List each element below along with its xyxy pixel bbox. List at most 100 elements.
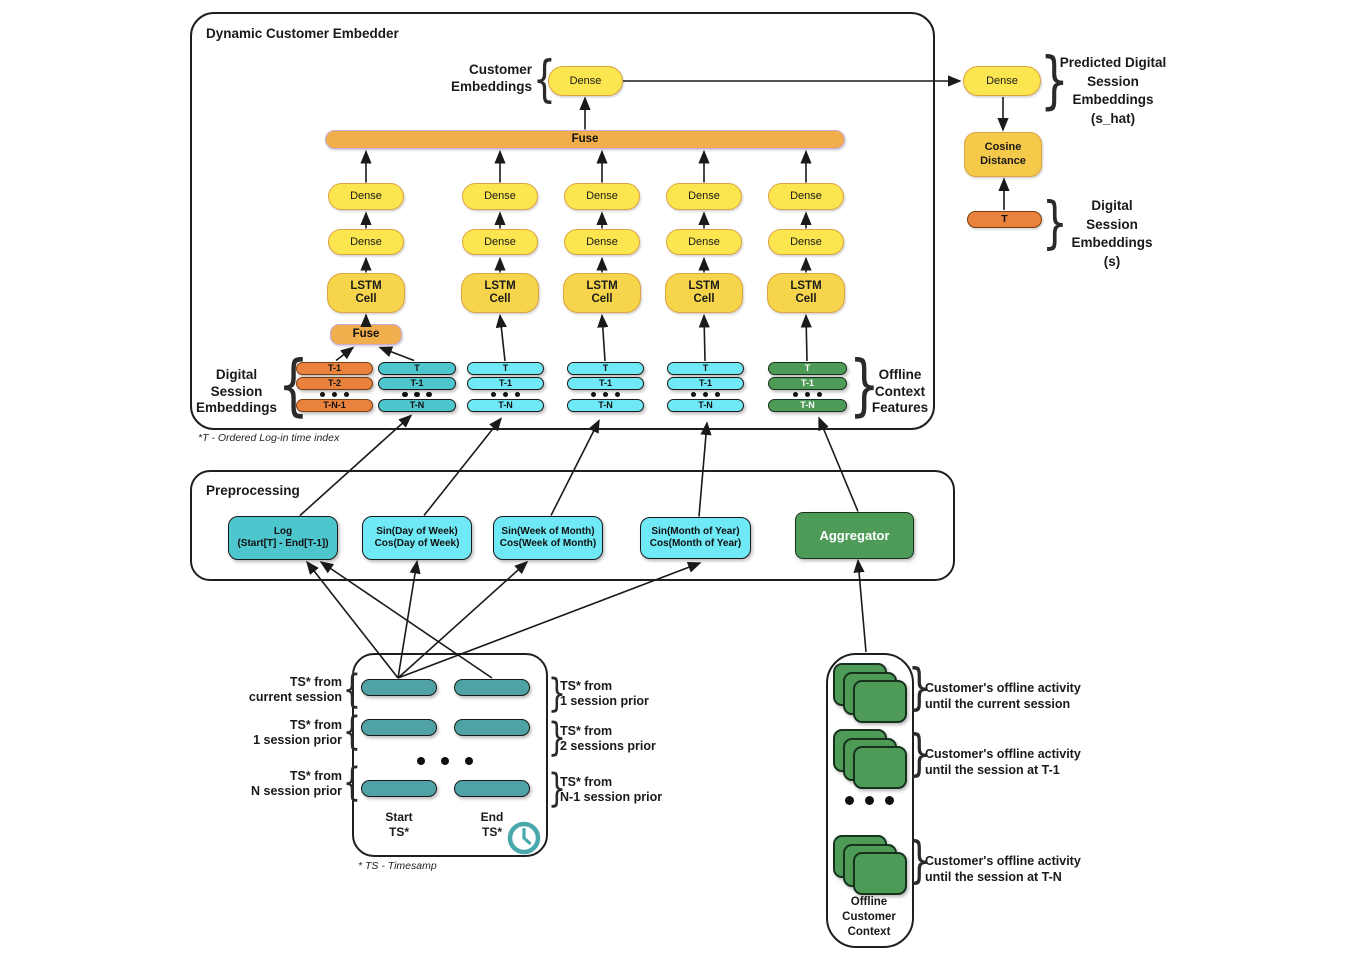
offline-activity-brace: }: [908, 660, 931, 717]
ts-right-label: TS* from N-1 session prior: [560, 775, 663, 804]
offline-activity-card: [853, 852, 907, 895]
dense-node: Dense: [666, 183, 742, 210]
stack-bar: T-1: [567, 377, 644, 390]
preprocessing-block: Sin(Month of Year) Cos(Month of Year): [640, 517, 751, 559]
stack-bar: T: [667, 362, 744, 375]
preprocessing-title: Preprocessing: [206, 483, 300, 498]
digital-session-embeddings-s-label: Digital Session Embeddings (s): [1071, 198, 1153, 269]
ellipsis-dot: [614, 391, 621, 397]
ts-right-label: TS* from 2 sessions prior: [560, 724, 656, 753]
ellipsis-dot: [319, 391, 326, 397]
stack-bar: T: [567, 362, 644, 375]
offline-customer-context-caption: Offline Customer Context: [842, 896, 896, 938]
prediction-dense-node: Dense: [963, 66, 1041, 96]
customer-embeddings-brace: {: [533, 52, 556, 109]
dense-node: Dense: [768, 183, 844, 210]
ts-left-label: TS* from current session: [248, 675, 342, 704]
ellipsis-dot: [402, 391, 408, 397]
ts-right-brace: }: [548, 714, 566, 761]
predicted-embeddings-brace: }: [1040, 43, 1069, 117]
ellipsis-dot: [804, 391, 811, 397]
end-ts-label: End TS*: [480, 810, 504, 839]
dense-node: Dense: [462, 229, 538, 255]
offline-activity-card: [853, 680, 907, 723]
timestamp-bar: [454, 679, 530, 696]
small-fuse-node: Fuse: [330, 324, 402, 345]
lstm-cell-node: LSTM Cell: [327, 273, 405, 313]
stack-bar: T: [378, 362, 456, 375]
ts-right-brace: }: [548, 765, 566, 812]
stack-bar: T-N: [768, 399, 847, 412]
dense-node: Dense: [328, 183, 404, 210]
timestamp-bar: [361, 780, 437, 797]
offline-customer-context-box: [826, 653, 914, 948]
stack-bar: T: [467, 362, 544, 375]
ellipsis-dot: [884, 796, 894, 805]
dense-node: Dense: [564, 229, 640, 255]
stack-bar: T-1: [768, 377, 847, 390]
lstm-cell-node: LSTM Cell: [461, 273, 539, 313]
ts-left-label: TS* from N session prior: [251, 769, 342, 798]
ellipsis-dot: [864, 796, 874, 805]
ellipsis-dot: [426, 391, 432, 397]
ellipsis-dot: [590, 391, 597, 397]
ellipsis-dot: [690, 391, 697, 397]
lstm-cell-node: LSTM Cell: [665, 273, 743, 313]
fuse-bar: Fuse: [325, 130, 845, 149]
digital-session-embeddings-label: Digital Session Embeddings: [195, 367, 277, 415]
offline-activity-brace: }: [908, 833, 931, 890]
ellipsis-dot: [816, 391, 823, 397]
dense-node: Dense: [462, 183, 538, 210]
ellipsis-dot: [714, 391, 721, 397]
ellipsis-dot: [417, 757, 425, 765]
stack-bar: T-1: [378, 377, 456, 390]
ellipsis-dot: [502, 391, 509, 397]
lstm-cell-node: LSTM Cell: [767, 273, 845, 313]
preprocessing-block: Sin(Week of Month) Cos(Week of Month): [493, 516, 603, 560]
stack-bar: T-N: [378, 399, 456, 412]
ellipsis-dot: [343, 391, 350, 397]
offline-activity-label: Customer's offline activity until the se…: [925, 747, 1081, 777]
ellipsis-dot: [844, 796, 854, 805]
dense-node: Dense: [328, 229, 404, 255]
preprocessing-block: Aggregator: [795, 512, 914, 559]
offline-activity-label: Customer's offline activity until the cu…: [925, 681, 1081, 711]
ts-left-brace: {: [343, 666, 361, 713]
start-ts-label: Start TS*: [385, 810, 413, 839]
cosine-distance-node: Cosine Distance: [964, 132, 1042, 177]
ellipsis-dot: [702, 391, 709, 397]
digital-session-stacks-brace: {: [278, 347, 309, 425]
offline-activity-label: Customer's offline activity until the se…: [925, 854, 1081, 884]
dense-node: Dense: [666, 229, 742, 255]
clock-icon: [507, 821, 541, 855]
ellipsis-dot: [414, 391, 420, 397]
stack-bar: T-2: [296, 377, 373, 390]
stack-bar: T-N: [567, 399, 644, 412]
preprocessing-block: Sin(Day of Week) Cos(Day of Week): [362, 516, 472, 560]
timestamp-bar: [454, 719, 530, 736]
ellipsis-dot: [792, 391, 799, 397]
lstm-cell-node: LSTM Cell: [563, 273, 641, 313]
offline-context-features-label: Offline Context Features: [871, 367, 929, 415]
dense-node: Dense: [768, 229, 844, 255]
stack-bar: T-1: [667, 377, 744, 390]
ts-right-label: TS* from 1 session prior: [560, 679, 649, 708]
stack-bar: T-N: [667, 399, 744, 412]
customer-embedding-dense-node: Dense: [548, 66, 623, 96]
embedder-title: Dynamic Customer Embedder: [206, 26, 399, 41]
ellipsis-dot: [602, 391, 609, 397]
ellipsis-dot: [490, 391, 497, 397]
customer-embeddings-label: Customer Embeddings: [450, 62, 532, 94]
stack-bar: T: [768, 362, 847, 375]
time-index-footnote: *T - Ordered Log-in time index: [198, 432, 340, 444]
offline-activity-card: [853, 746, 907, 789]
timestamp-bar: [361, 719, 437, 736]
timestamp-bar: [454, 780, 530, 797]
offline-activity-brace: }: [908, 726, 931, 783]
ellipsis-dot: [441, 757, 449, 765]
timestamp-footnote: * TS - Timesamp: [358, 860, 437, 872]
stack-bar: T-N-1: [296, 399, 373, 412]
stack-bar: T-N: [467, 399, 544, 412]
stack-bar: T-1: [467, 377, 544, 390]
